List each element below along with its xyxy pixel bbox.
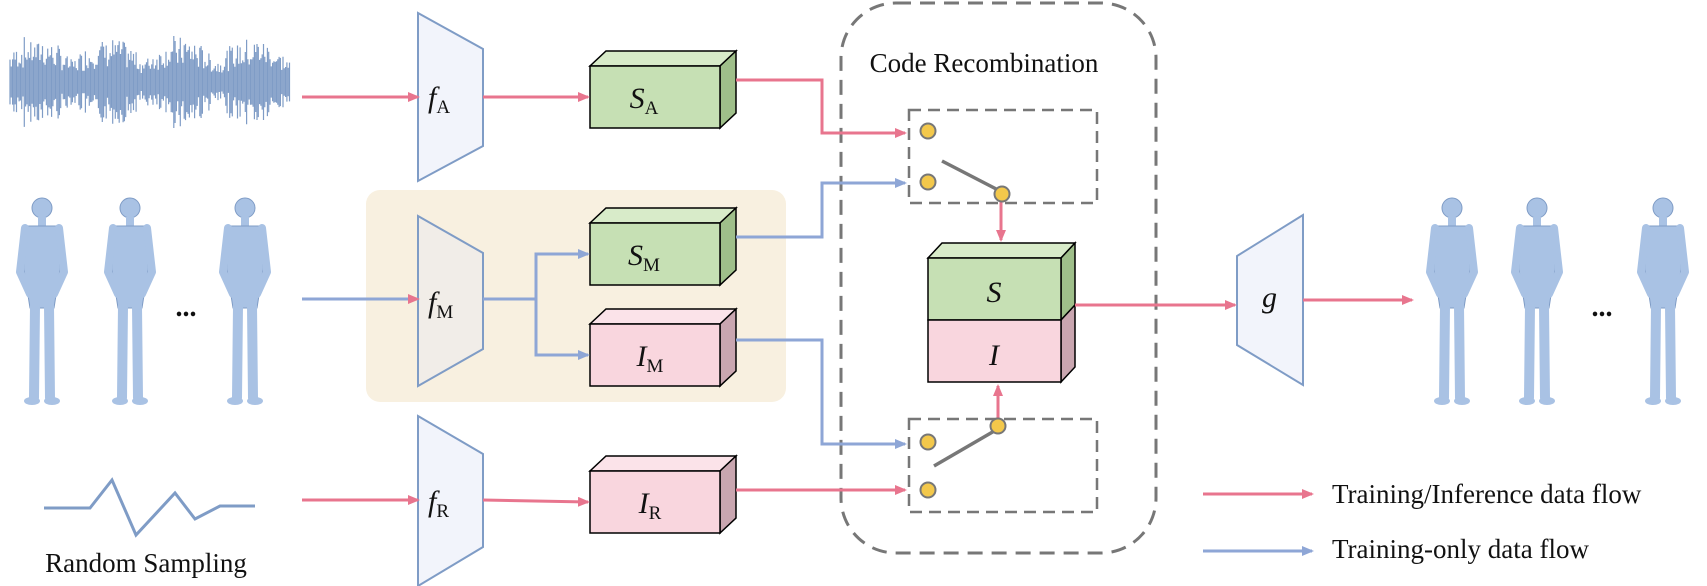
legend: Training/Inference data flow Training-on… — [1203, 479, 1642, 564]
code-recombination-region — [839, 1, 1158, 555]
code-sm-letter: S — [628, 239, 643, 272]
blue-flows — [302, 178, 907, 449]
code-recombination-title: Code Recombination — [870, 48, 1099, 78]
top-switch — [919, 122, 1011, 203]
switch-node — [919, 433, 937, 451]
output-human-1 — [1430, 198, 1474, 405]
input-human-3 — [223, 198, 267, 405]
code-box-ir: IR — [588, 454, 738, 535]
code-sa-sub: A — [645, 98, 659, 119]
code-sm-sub: M — [643, 255, 660, 276]
output-human-3 — [1641, 198, 1685, 405]
audio-waveform — [9, 36, 291, 128]
svg-text:IM: IM — [636, 340, 664, 377]
code-sa-letter: S — [630, 82, 645, 115]
switch-node — [989, 417, 1007, 435]
input-human-2 — [108, 198, 152, 405]
encoder-fa: fA — [417, 11, 484, 183]
input-motion-sequence: ... — [20, 198, 267, 405]
encoder-fm: fM — [417, 214, 484, 388]
encoder-fm-sub: M — [436, 302, 453, 323]
code-box-im: IM — [588, 307, 738, 388]
bottom-switch-box — [907, 417, 1099, 514]
flow-sa-to-switch — [736, 78, 907, 138]
bottom-switch — [919, 417, 1007, 499]
random-sampling-zigzag — [44, 477, 255, 538]
input-ellipsis: ... — [176, 292, 197, 323]
decoder-g-letter: g — [1262, 281, 1277, 314]
code-box-sa: SA — [588, 49, 738, 130]
encoder-fa-sub: A — [436, 97, 450, 118]
encoder-fr-sub: R — [436, 501, 449, 522]
switch-node — [919, 481, 937, 499]
flow-fr-to-ir — [482, 496, 590, 507]
switch-node — [919, 173, 937, 191]
random-sampling-label: Random Sampling — [45, 548, 247, 578]
output-ellipsis: ... — [1592, 292, 1613, 323]
output-human-2 — [1515, 198, 1559, 405]
switch-node — [993, 185, 1011, 203]
code-im-letter: I — [636, 340, 649, 373]
legend-training-inference: Training/Inference data flow — [1332, 479, 1642, 509]
combined-code-box: S I — [926, 241, 1077, 384]
flow-sm-to-switch — [736, 178, 907, 239]
code-i-letter: I — [988, 339, 1001, 372]
code-s-letter: S — [987, 276, 1002, 309]
svg-text:IR: IR — [638, 487, 662, 524]
svg-text:SM: SM — [628, 239, 660, 276]
output-motion-sequence: ... — [1430, 198, 1685, 405]
encoder-fr: fR — [417, 414, 484, 586]
code-im-sub: M — [647, 356, 664, 377]
code-ir-sub: R — [649, 503, 662, 524]
flow-fm-to-sm — [483, 249, 590, 301]
input-human-1 — [20, 198, 64, 405]
code-box-sm: SM — [588, 206, 738, 287]
top-switch-box — [907, 108, 1099, 205]
code-ir-letter: I — [638, 487, 651, 520]
legend-training-only: Training-only data flow — [1332, 534, 1589, 564]
flow-im-to-switch — [736, 338, 907, 449]
decoder-g: g — [1236, 213, 1304, 387]
flow-fm-to-im — [534, 299, 590, 360]
red-flows — [302, 78, 1414, 507]
svg-text:SA: SA — [630, 82, 659, 119]
switch-node — [919, 122, 937, 140]
